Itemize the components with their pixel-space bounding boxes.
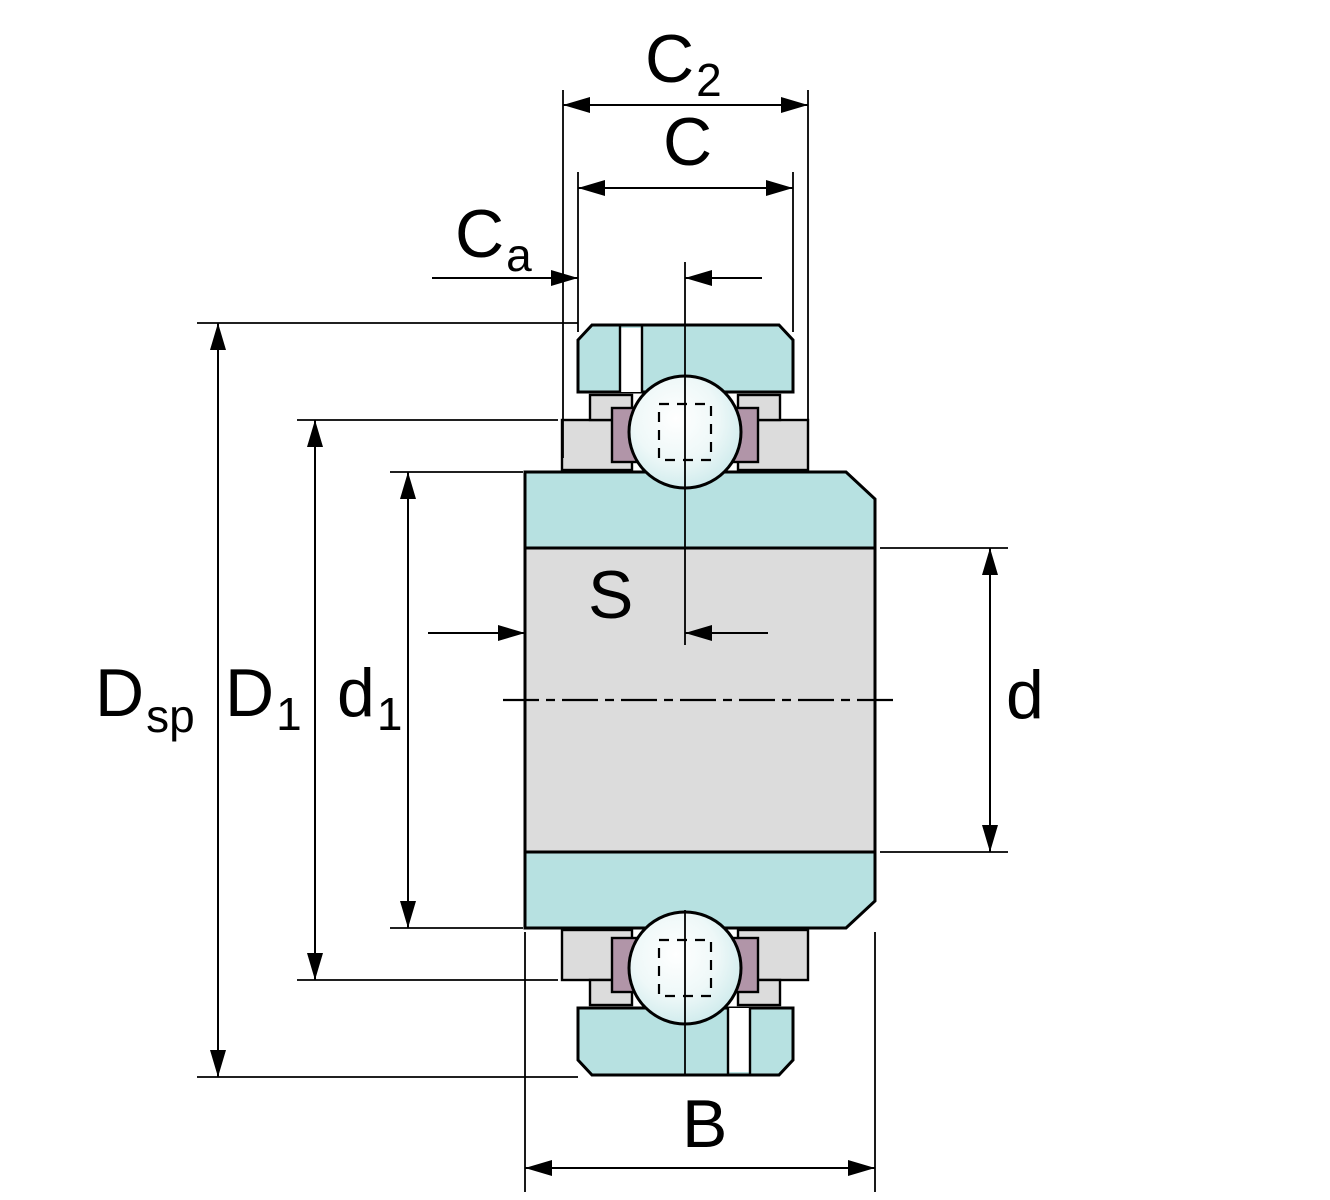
arrowhead-right xyxy=(685,270,712,286)
arrowhead-left xyxy=(498,625,525,641)
dimension-d1-inner: d1 xyxy=(337,471,523,929)
arrowhead-top xyxy=(400,472,416,499)
label-dsp-base: D xyxy=(95,655,144,731)
arrowhead-left xyxy=(525,1160,552,1176)
arrowhead-right xyxy=(685,625,712,641)
dimension-c2: C2 xyxy=(562,21,809,458)
arrowhead-left xyxy=(563,97,590,113)
label-dsp-sub: sp xyxy=(146,690,195,742)
label-d1-inner-sub: 1 xyxy=(377,688,403,740)
label-d1-inner-base: d xyxy=(337,655,375,731)
dimension-c: C xyxy=(577,104,794,332)
arrowhead-top xyxy=(307,420,323,447)
label-ca-sub: a xyxy=(506,229,532,281)
label-d1-outer-sub: 1 xyxy=(276,688,302,740)
arrowhead-top xyxy=(210,323,226,350)
arrowhead-bottom xyxy=(400,901,416,928)
label-ca: Ca xyxy=(455,196,532,281)
arrowhead-bottom xyxy=(982,825,998,852)
label-b-base: B xyxy=(682,1086,727,1162)
dimension-ca: Ca xyxy=(432,196,762,286)
label-c2-sub: 2 xyxy=(696,54,722,106)
label-s: S xyxy=(588,557,633,633)
arrowhead-right xyxy=(766,180,793,196)
inner-ring-shoulder-bottom xyxy=(523,850,877,930)
dimension-d: d xyxy=(880,547,1044,853)
arrowhead-bottom xyxy=(210,1050,226,1077)
arrowhead-right xyxy=(848,1160,875,1176)
label-d-base: d xyxy=(1006,657,1044,733)
label-b: B xyxy=(682,1086,727,1162)
label-s-base: S xyxy=(588,557,633,633)
label-d1-outer-base: D xyxy=(225,655,274,731)
label-d: d xyxy=(1006,657,1044,733)
inner-ring-shoulder-top xyxy=(523,470,877,550)
dimension-dsp: Dsp xyxy=(95,322,578,1078)
arrowhead-top xyxy=(982,548,998,575)
dimension-b: B xyxy=(524,932,876,1192)
label-ca-base: C xyxy=(455,196,504,272)
arrowhead-left xyxy=(578,180,605,196)
label-d1-outer: D1 xyxy=(225,655,302,740)
label-c-base: C xyxy=(663,104,712,180)
outer-ring-bottom-groove xyxy=(728,1008,750,1072)
label-d1-inner: d1 xyxy=(337,655,402,740)
outer-ring-top-groove xyxy=(620,328,642,392)
label-c: C xyxy=(663,104,712,180)
arrowhead-right xyxy=(781,97,808,113)
arrowhead-left xyxy=(551,270,578,286)
label-dsp: Dsp xyxy=(95,655,195,742)
label-c2: C2 xyxy=(645,21,722,106)
dimension-s: S xyxy=(428,557,768,641)
arrowhead-bottom xyxy=(307,953,323,980)
dimension-d1-outer: D1 xyxy=(225,419,558,981)
label-c2-base: C xyxy=(645,21,694,97)
seal-assembly-bottom xyxy=(560,928,810,1007)
